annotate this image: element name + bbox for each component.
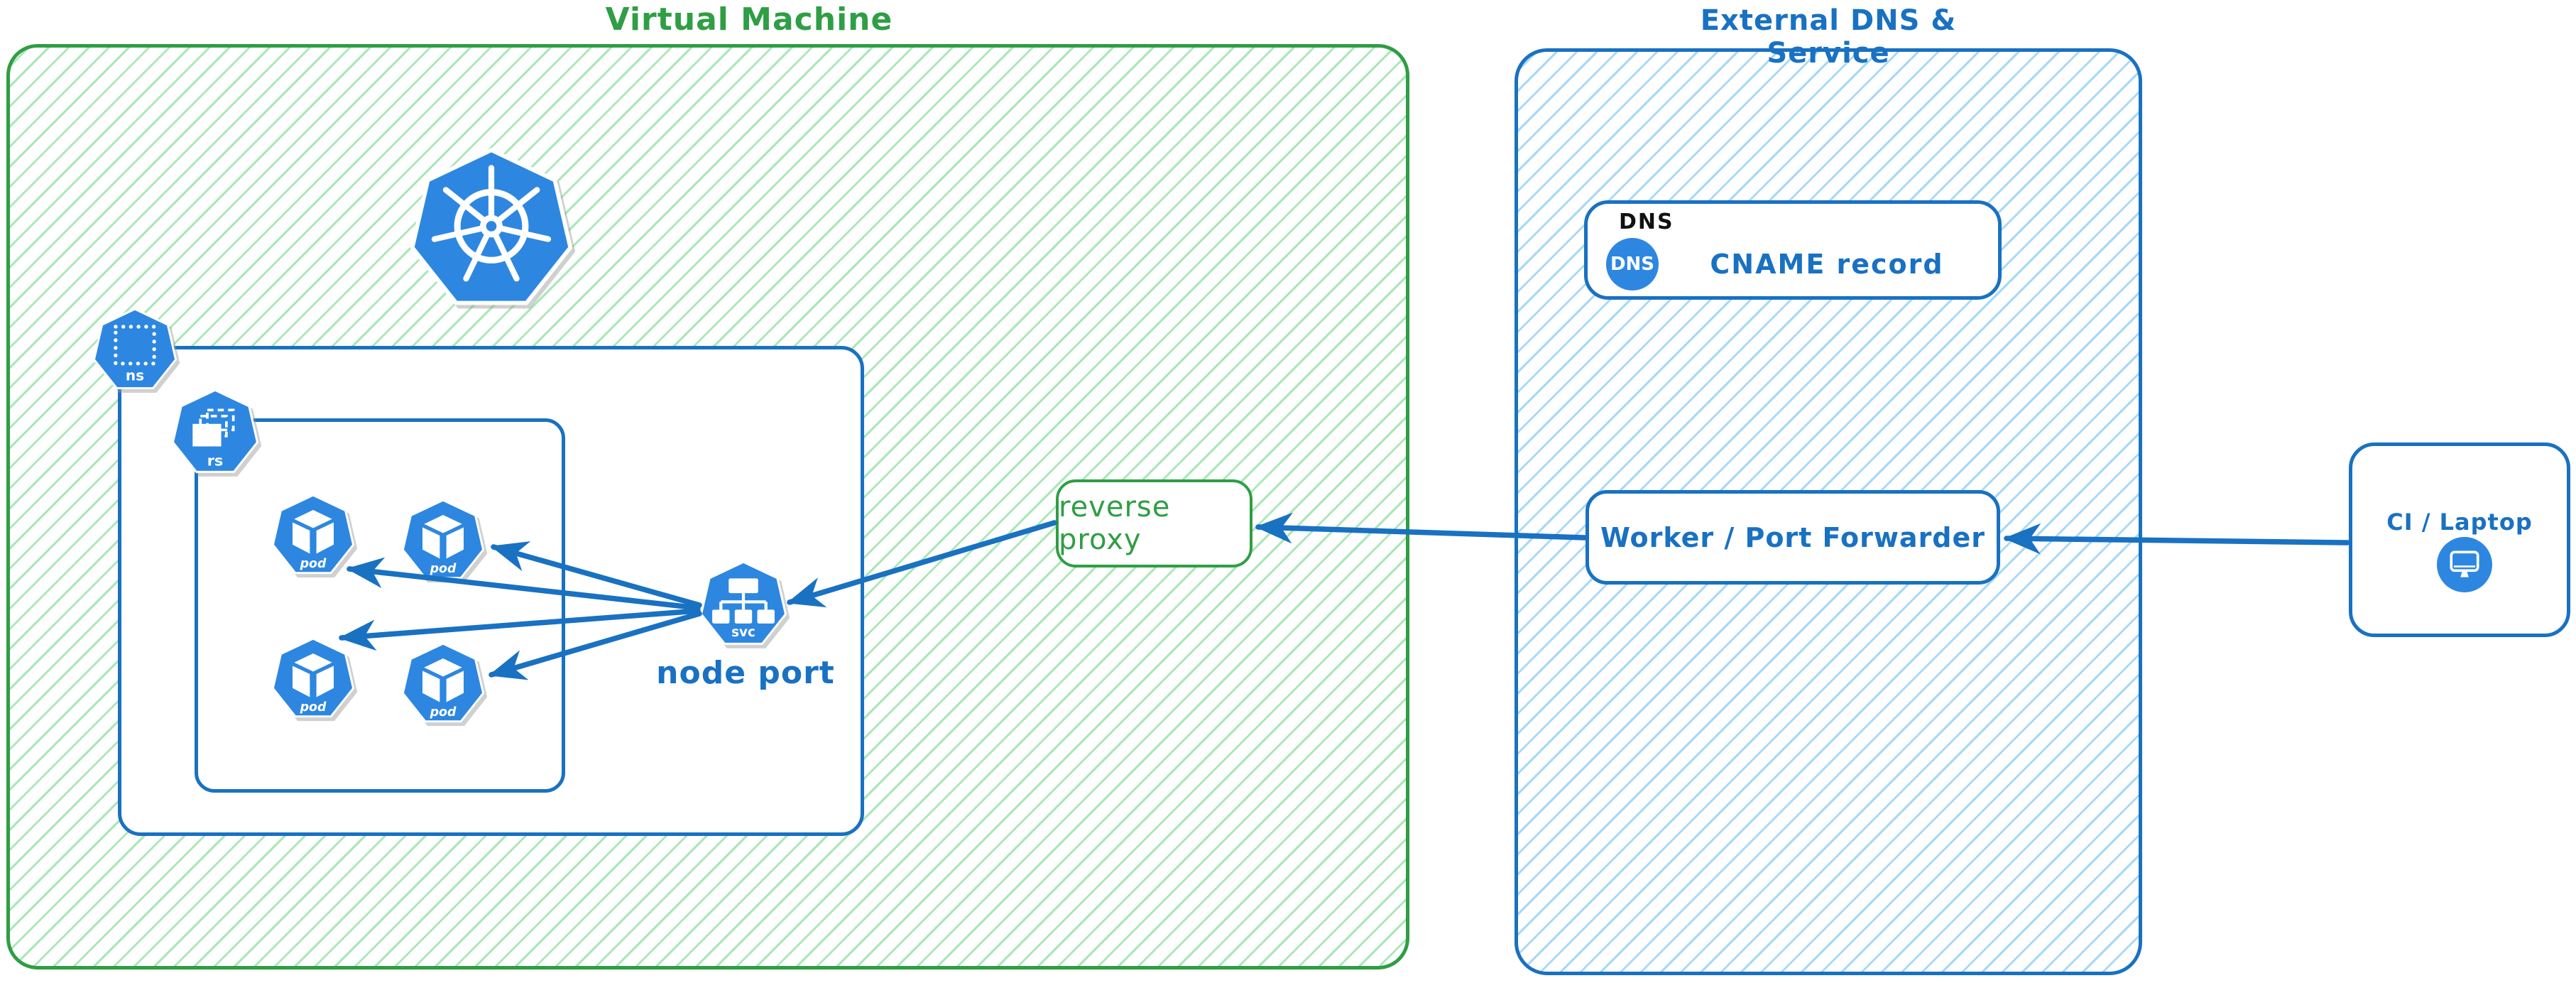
pod-icon-2: pod bbox=[402, 499, 484, 580]
pod-icon-1: pod bbox=[272, 494, 354, 575]
cname-record-wrap: CNAME record bbox=[1666, 238, 1988, 290]
kubernetes-logo-icon bbox=[410, 148, 572, 305]
node-port-label: node port bbox=[656, 655, 835, 691]
dns-header-label: DNS bbox=[1619, 210, 1674, 234]
ci-laptop-box: CI / Laptop bbox=[2349, 442, 2570, 637]
pod-icon-4: pod bbox=[402, 642, 484, 723]
svg-text:pod: pod bbox=[430, 705, 457, 719]
cname-record-label: CNAME record bbox=[1710, 249, 1944, 280]
worker-port-forwarder-label: Worker / Port Forwarder bbox=[1600, 521, 1986, 553]
svg-text:pod: pod bbox=[300, 557, 327, 571]
ci-laptop-label: CI / Laptop bbox=[2386, 509, 2533, 536]
dns-badge-icon: DNS bbox=[1606, 238, 1659, 290]
svg-text:rs: rs bbox=[207, 452, 224, 469]
pod-icon-3: pod bbox=[272, 637, 354, 718]
external-dns-title: External DNS & Service bbox=[1700, 4, 1957, 70]
dns-record-box: DNS DNS CNAME record bbox=[1584, 200, 2002, 300]
laptop-monitor-icon bbox=[2437, 537, 2492, 592]
reverse-proxy-label: reverse proxy bbox=[1059, 491, 1171, 556]
svg-text:pod: pod bbox=[300, 700, 327, 715]
virtual-machine-title: Virtual Machine bbox=[605, 1, 893, 38]
service-icon: svc bbox=[700, 560, 787, 645]
replicaset-icon: rs bbox=[172, 389, 258, 473]
svg-text:ns: ns bbox=[126, 366, 144, 384]
reverse-proxy-box: reverse proxy bbox=[1056, 479, 1252, 567]
namespace-icon: ns bbox=[93, 308, 177, 390]
worker-port-forwarder-box: Worker / Port Forwarder bbox=[1586, 490, 2000, 585]
svg-text:svc: svc bbox=[731, 625, 755, 640]
svg-text:pod: pod bbox=[430, 562, 457, 576]
